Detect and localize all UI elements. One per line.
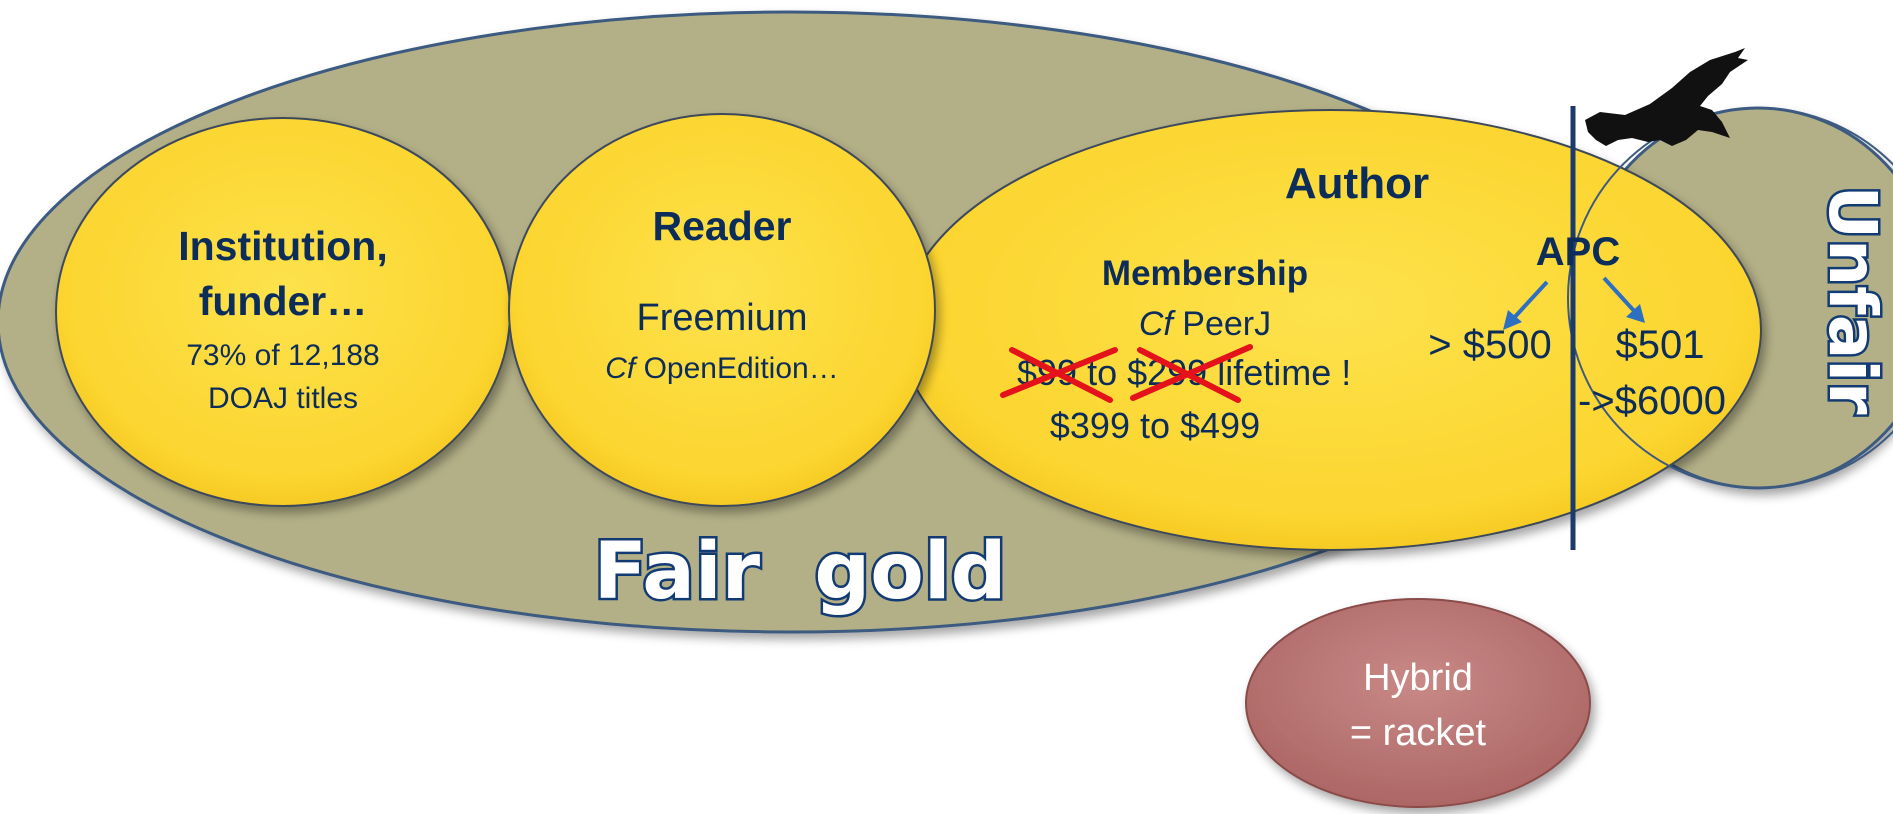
membership-title: Membership — [1102, 254, 1308, 293]
membership-lifetime: lifetime ! — [1207, 352, 1351, 393]
institution-stat-line2: DOAJ titles — [208, 382, 358, 415]
membership-cf: Cf — [1139, 305, 1177, 343]
reader-cf: Cf — [605, 352, 638, 385]
membership-new-prices: $399 to $499 — [1050, 405, 1260, 446]
membership-example: Cf PeerJ — [1139, 305, 1271, 343]
institution-stat-line1: 73% of 12,188 — [186, 339, 380, 372]
apc-unfair-range-line2: ->$6000 — [1578, 379, 1726, 423]
reader-model: Freemium — [636, 297, 807, 339]
membership-example-name: PeerJ — [1173, 305, 1271, 343]
fair-gold-label: Fair gold — [594, 527, 1007, 617]
vulture-icon — [1585, 48, 1748, 146]
reader-ellipse — [508, 113, 936, 507]
unfair-label: Unfair — [1814, 185, 1891, 414]
apc-title: APC — [1536, 230, 1620, 274]
arrow-down-left-icon — [1503, 280, 1549, 330]
apc-fair-range: > $500 — [1428, 323, 1551, 367]
arrow-down-right-icon — [1602, 276, 1645, 323]
strike-x-icon — [1000, 347, 1118, 403]
author-title: Author — [1285, 159, 1429, 208]
institution-title-line2: funder… — [199, 278, 368, 324]
strike-x-icon-2 — [1130, 344, 1253, 403]
hybrid-label-line1: Hybrid — [1363, 657, 1473, 699]
reader-example-name: OpenEdition… — [635, 352, 838, 385]
unfair-region-outline — [1567, 107, 1893, 489]
hybrid-label-line2: = racket — [1350, 712, 1487, 754]
apc-unfair-range-line1: $501 — [1616, 323, 1705, 367]
hybrid-ellipse — [1245, 598, 1591, 808]
reader-example: Cf OpenEdition… — [605, 352, 838, 385]
institution-title-line1: Institution, — [178, 223, 388, 269]
reader-title: Reader — [652, 203, 791, 249]
